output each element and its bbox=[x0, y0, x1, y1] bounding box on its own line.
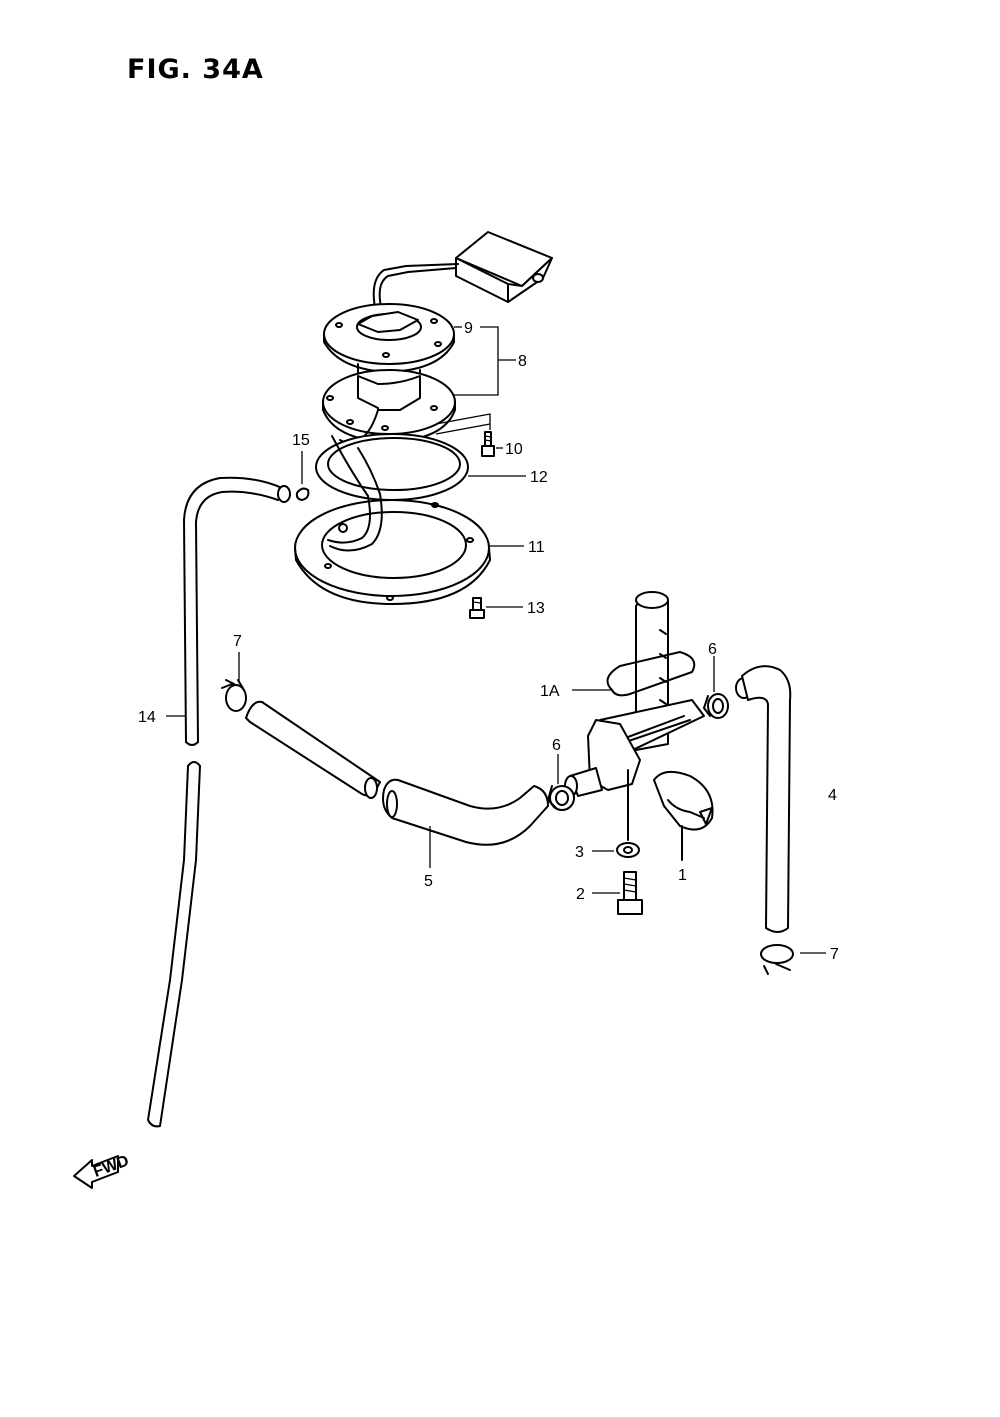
callout-1: 1 bbox=[678, 867, 687, 884]
callout-labels: 9 8 10 15 12 11 13 7 6 1A 14 6 4 3 1 5 2… bbox=[138, 320, 839, 963]
callout-15: 15 bbox=[292, 432, 310, 449]
part-11-mounting-plate bbox=[294, 493, 491, 605]
callout-13: 13 bbox=[527, 600, 545, 617]
part-3-washer bbox=[616, 842, 640, 858]
leader-lines bbox=[166, 326, 826, 954]
part-12-o-ring bbox=[315, 433, 469, 501]
callout-3: 3 bbox=[575, 844, 584, 861]
fwd-arrow-icon: FWD bbox=[73, 1152, 131, 1189]
part-13-screw bbox=[469, 597, 485, 619]
callout-10: 10 bbox=[505, 441, 523, 458]
callout-2: 2 bbox=[576, 886, 585, 903]
part-8-flange-gasket bbox=[322, 369, 456, 444]
callout-7-upper: 7 bbox=[233, 633, 242, 650]
callout-14: 14 bbox=[138, 709, 156, 726]
figure-title: FIG. 34A bbox=[127, 54, 264, 85]
part-2-bolt bbox=[617, 871, 643, 915]
callout-7-lower: 7 bbox=[830, 946, 839, 963]
fwd-label: FWD bbox=[91, 1152, 131, 1180]
callout-1a: 1A bbox=[540, 683, 560, 700]
callout-8: 8 bbox=[518, 353, 527, 370]
callout-12: 12 bbox=[530, 469, 548, 486]
part-5-fuel-hose bbox=[245, 700, 549, 846]
callout-4: 4 bbox=[828, 787, 837, 804]
part-6-clamp-right bbox=[703, 693, 729, 719]
part-15-clip bbox=[295, 487, 310, 501]
part-14-vent-hose bbox=[147, 476, 291, 1128]
callout-6-left: 6 bbox=[552, 737, 561, 754]
callout-5: 5 bbox=[424, 873, 433, 890]
part-4-drain-hose bbox=[735, 665, 792, 933]
callout-6-right: 6 bbox=[708, 641, 717, 658]
callout-11: 11 bbox=[528, 539, 545, 556]
sender-connector-box bbox=[372, 231, 553, 321]
part-1-fuel-cock bbox=[564, 591, 714, 861]
part-6-clamp-left bbox=[547, 785, 575, 811]
callout-9: 9 bbox=[464, 320, 473, 337]
part-7-clip-lower bbox=[760, 944, 794, 975]
part-10-screw bbox=[481, 431, 495, 457]
part-7-clip-upper bbox=[221, 679, 247, 712]
